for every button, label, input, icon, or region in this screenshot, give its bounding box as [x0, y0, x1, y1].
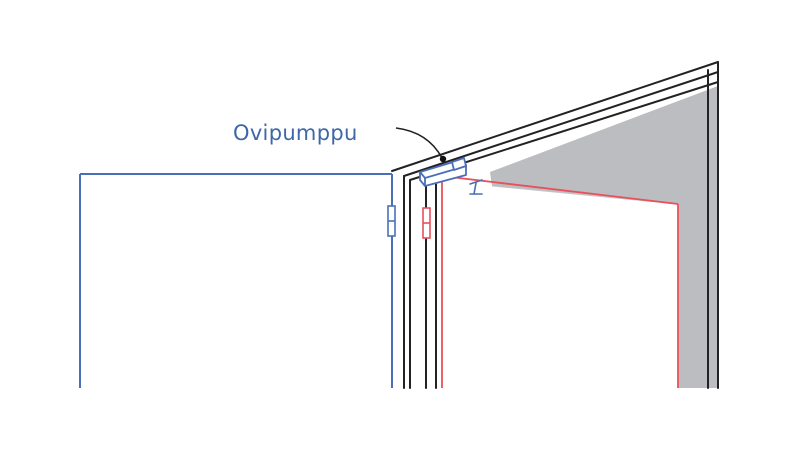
closed-door-leaf: [441, 175, 679, 388]
door-closer-icon: [419, 157, 467, 187]
callout-leader: [395, 127, 443, 159]
door-closer-arm: [469, 179, 483, 195]
hinge-icon: [387, 205, 396, 237]
open-door-leaf: [79, 173, 393, 388]
hinge-icon: [422, 207, 431, 239]
frame-edge-lines: [491, 185, 679, 388]
callout-label: Ovipumppu: [233, 121, 358, 145]
callout-dot: [439, 155, 447, 163]
wall-shadow: [490, 86, 718, 388]
